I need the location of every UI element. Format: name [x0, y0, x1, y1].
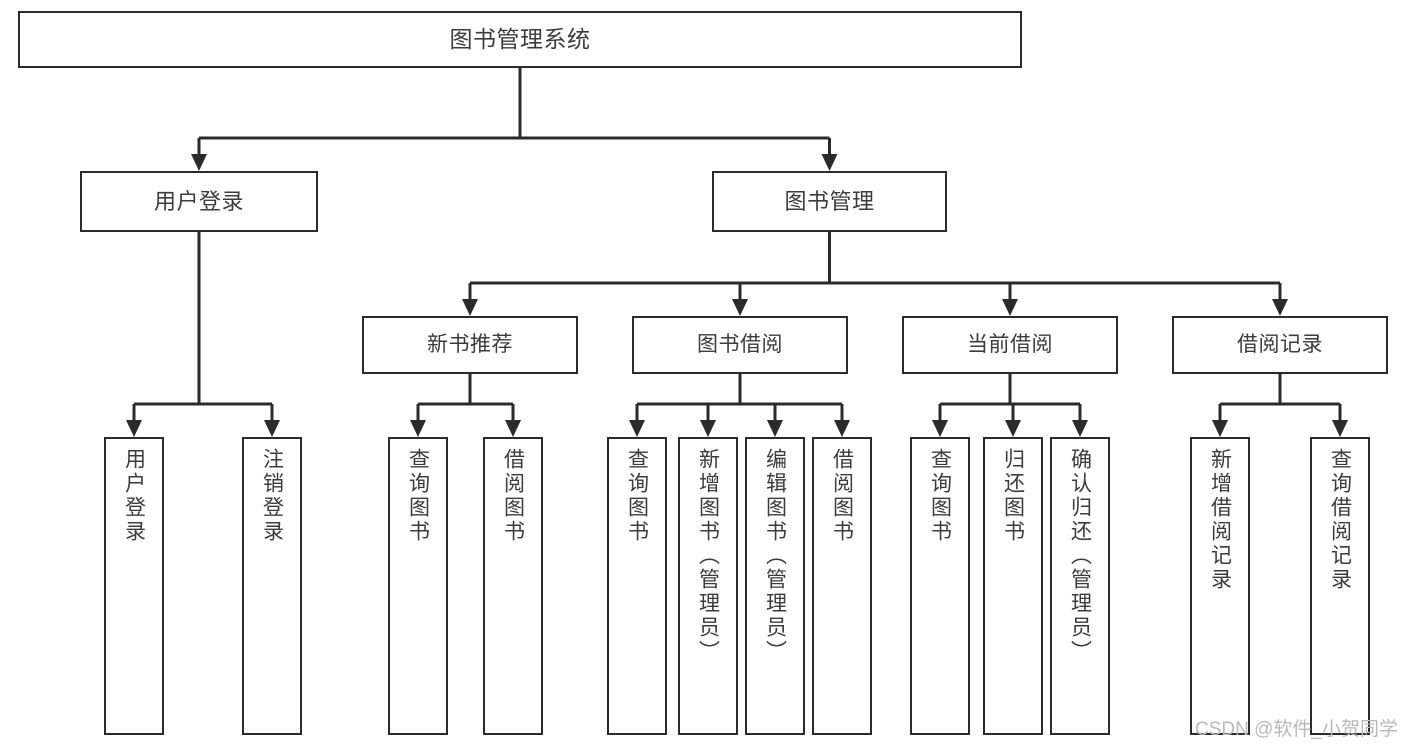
arrow-head-icon: [821, 154, 838, 171]
node-label: 注销登录: [260, 448, 284, 544]
node-l3-new[interactable]: 新书推荐: [362, 316, 578, 374]
node-label: 新书推荐: [427, 332, 513, 356]
arrow-head-icon: [126, 420, 142, 437]
node-l2-login[interactable]: 用户登录: [80, 171, 318, 232]
node-label: 编辑图书（管理员）: [763, 448, 787, 664]
arrow-head-icon: [629, 420, 645, 437]
node-label: 查询图书: [625, 448, 649, 544]
arrow-head-icon: [932, 420, 948, 437]
node-label: 查询图书: [406, 448, 430, 544]
node-label: 图书借阅: [697, 332, 783, 356]
node-leaf-1[interactable]: 用户登录: [104, 437, 164, 735]
arrow-head-icon: [1332, 420, 1348, 437]
node-label: 图书管理: [784, 188, 875, 214]
node-label: 当前借阅: [967, 332, 1053, 356]
node-root[interactable]: 图书管理系统: [18, 11, 1022, 68]
node-l3-borrow[interactable]: 图书借阅: [632, 316, 848, 374]
node-label: 用户登录: [122, 448, 146, 544]
node-leaf-12[interactable]: 新增借阅记录: [1190, 437, 1250, 735]
node-label: 借阅图书: [501, 448, 525, 544]
node-leaf-13[interactable]: 查询借阅记录: [1310, 437, 1370, 735]
node-label: 用户登录: [153, 188, 244, 214]
arrow-head-icon: [264, 420, 280, 437]
arrow-head-icon: [191, 154, 207, 171]
node-label: 查询图书: [928, 448, 952, 544]
arrow-head-icon: [1002, 299, 1018, 316]
node-label: 查询借阅记录: [1328, 448, 1352, 592]
node-label: 新增图书（管理员）: [696, 448, 720, 664]
node-leaf-5[interactable]: 查询图书: [607, 437, 667, 735]
node-label: 借阅图书: [830, 448, 854, 544]
arrow-head-icon: [1005, 420, 1021, 437]
node-leaf-7[interactable]: 编辑图书（管理员）: [745, 437, 805, 735]
arrow-head-icon: [505, 420, 521, 437]
node-leaf-6[interactable]: 新增图书（管理员）: [678, 437, 738, 735]
node-leaf-2[interactable]: 注销登录: [242, 437, 302, 735]
node-leaf-8[interactable]: 借阅图书: [812, 437, 872, 735]
node-leaf-11[interactable]: 确认归还（管理员）: [1050, 437, 1110, 735]
node-label: 借阅记录: [1237, 332, 1323, 356]
arrow-head-icon: [1072, 420, 1088, 437]
node-l3-record[interactable]: 借阅记录: [1172, 316, 1388, 374]
arrow-head-icon: [1212, 420, 1228, 437]
arrow-head-icon: [462, 299, 478, 316]
node-label: 图书管理系统: [449, 26, 591, 53]
node-leaf-10[interactable]: 归还图书: [983, 437, 1043, 735]
arrow-head-icon: [732, 299, 748, 316]
node-leaf-4[interactable]: 借阅图书: [483, 437, 543, 735]
node-label: 新增借阅记录: [1208, 448, 1232, 592]
node-label: 确认归还（管理员）: [1068, 448, 1092, 664]
arrow-head-icon: [410, 420, 426, 437]
arrow-head-icon: [767, 420, 783, 437]
arrow-head-icon: [700, 420, 716, 437]
arrow-head-icon: [1272, 299, 1288, 316]
watermark: CSDN @软件_小贺同学: [1195, 719, 1398, 740]
node-leaf-9[interactable]: 查询图书: [910, 437, 970, 735]
arrow-head-icon: [834, 420, 850, 437]
node-l3-current[interactable]: 当前借阅: [902, 316, 1118, 374]
node-leaf-3[interactable]: 查询图书: [388, 437, 448, 735]
node-l2-book[interactable]: 图书管理: [712, 171, 947, 232]
node-label: 归还图书: [1001, 448, 1025, 544]
